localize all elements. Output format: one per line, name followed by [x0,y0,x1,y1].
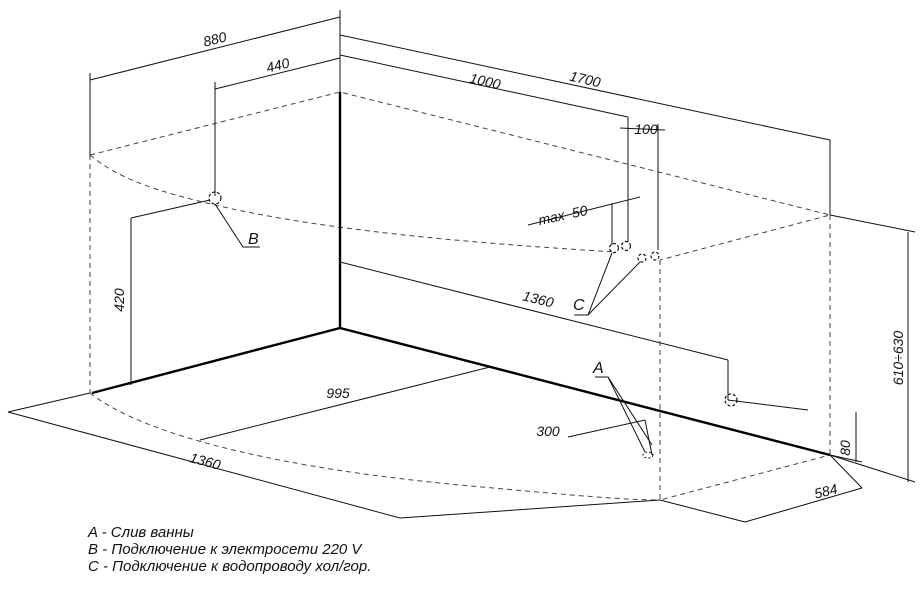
dim-label-1360-front: 1360 [188,449,222,473]
callout-a: A [592,360,604,377]
outlet-c-extra-marker-1 [637,253,647,263]
callout-b: B [248,231,259,248]
dim-label-584: 584 [812,480,839,501]
legend-item-b: B - Подключение к электросети 220 V [88,541,362,558]
dim-label-440: 440 [264,54,291,75]
legend-item-c: C - Подключение к водопроводу хол/гор. [88,558,372,575]
tub-hidden-outline [89,91,831,501]
dim-label-300: 300 [536,423,560,439]
dimension-labels: 880 440 1700 1000 100 max 50 420 1360 99… [111,28,906,501]
left-floor-edge [91,326,341,395]
dim-label-880: 880 [201,28,228,49]
dim-label-1000: 1000 [468,70,502,93]
dim-label-80: 80 [837,440,853,456]
dim-label-100: 100 [634,121,658,137]
legend: A - Слив ванны B - Подключение к электро… [88,524,371,575]
dim-label-420: 420 [111,288,127,312]
outlet-b-marker [208,191,222,205]
right-floor-edge [339,326,831,457]
dim-label-1360-back: 1360 [521,287,555,310]
callout-c: C [573,297,585,314]
dim-label-610-630: 610÷630 [890,331,906,386]
outlet-c-extra-marker-2 [650,251,660,261]
connection-markers [208,191,738,459]
outlet-c-cold-marker [620,240,632,252]
tub-floor-edges [91,92,831,457]
dim-label-995: 995 [326,385,350,401]
dim-label-1700: 1700 [568,68,602,91]
dim-label-max-50: max 50 [537,202,589,228]
drain-a-marker [724,393,738,407]
callout-labels: A B C [248,231,604,377]
legend-item-a: A - Слив ванны [88,524,194,541]
callout-leaders [214,203,653,453]
outlet-c-hot-marker [608,242,620,254]
dimension-lines [7,10,916,523]
drain-a-floor-marker [642,451,654,459]
